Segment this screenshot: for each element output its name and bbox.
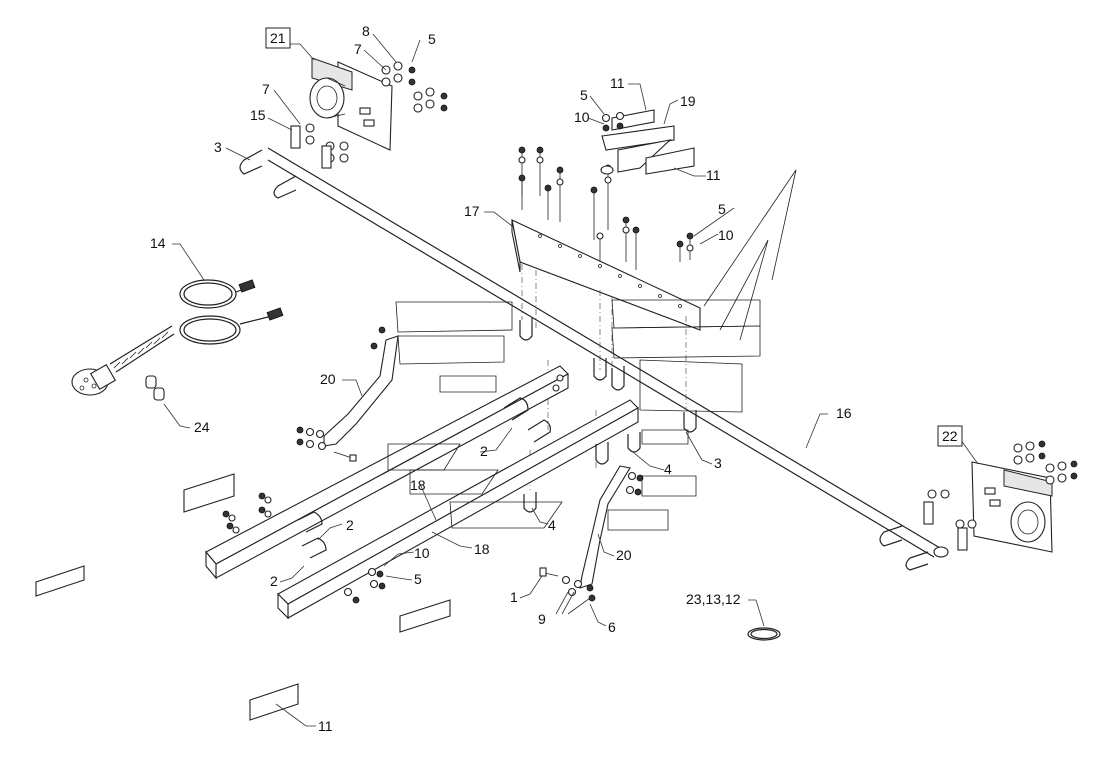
callout-2-upper-left: 2 xyxy=(346,517,354,533)
callout-22: 22 xyxy=(942,428,958,444)
callout-box-22 xyxy=(937,425,963,447)
support-arm-right xyxy=(579,465,631,589)
left-light-bracket xyxy=(309,57,393,151)
callout-17: 17 xyxy=(464,203,480,219)
callout-5-top-left: 5 xyxy=(428,31,436,47)
mounting-plate xyxy=(511,219,701,331)
clamp-plates-left xyxy=(290,125,332,169)
bracket-19 xyxy=(600,109,695,175)
callout-10-right: 10 xyxy=(718,227,734,243)
callout-10-lower: 10 xyxy=(414,545,430,561)
plate-bolts xyxy=(518,146,694,270)
callout-24: 24 xyxy=(194,419,210,435)
right-bracket-washers xyxy=(927,440,1078,529)
callout-14: 14 xyxy=(150,235,166,251)
callout-2-center: 2 xyxy=(480,443,488,459)
callout-20-right: 20 xyxy=(616,547,632,563)
frame-hardware xyxy=(222,326,644,604)
callout-2-lower-left: 2 xyxy=(270,573,278,589)
cable-harness xyxy=(71,279,284,396)
callout-5-right: 5 xyxy=(718,201,726,217)
callout-1: 1 xyxy=(510,589,518,605)
callout-11-mid: 11 xyxy=(706,167,721,183)
callout-5-lower: 5 xyxy=(414,571,422,587)
callout-18-upper: 18 xyxy=(410,477,426,493)
clamp-plates-right xyxy=(923,501,968,551)
callout-11-bottom: 11 xyxy=(318,718,333,734)
callout-4-right: 4 xyxy=(664,461,672,477)
wire-coil xyxy=(747,627,781,641)
callout-16: 16 xyxy=(836,405,852,421)
callout-4-lower: 4 xyxy=(548,517,556,533)
callout-8: 8 xyxy=(362,23,370,39)
callout-11-top: 11 xyxy=(610,75,625,91)
callout-20-left: 20 xyxy=(320,371,336,387)
inner-u-bolts xyxy=(297,318,697,559)
u-bolts-right xyxy=(879,525,929,571)
callout-15: 15 xyxy=(250,107,266,123)
frame-beam-left xyxy=(205,365,569,580)
callouts: 21 8 7 5 7 15 3 14 20 24 11 5 19 10 11 1… xyxy=(150,23,963,734)
callout-23-13-12: 23,13,12 xyxy=(686,591,741,607)
callout-5-top-mid: 5 xyxy=(580,87,588,103)
callout-18-lower: 18 xyxy=(474,541,490,557)
leader-lines xyxy=(163,33,979,727)
callout-9: 9 xyxy=(538,611,546,627)
callout-3-right: 3 xyxy=(714,455,722,471)
reflector-outlines xyxy=(387,169,797,531)
end-caps xyxy=(145,375,165,401)
callout-10-top: 10 xyxy=(574,109,590,125)
stickers xyxy=(35,473,451,721)
callout-box-21 xyxy=(265,27,291,49)
support-arm-left xyxy=(323,335,399,447)
u-bolts-left xyxy=(239,149,297,199)
callout-19: 19 xyxy=(680,93,696,109)
callout-6: 6 xyxy=(608,619,616,635)
right-light-bracket xyxy=(971,461,1053,553)
callout-7-mid: 7 xyxy=(262,81,270,97)
callout-21: 21 xyxy=(270,30,286,46)
callout-7-top: 7 xyxy=(354,41,362,57)
transverse-tube xyxy=(267,147,949,558)
callout-3-left: 3 xyxy=(214,139,222,155)
